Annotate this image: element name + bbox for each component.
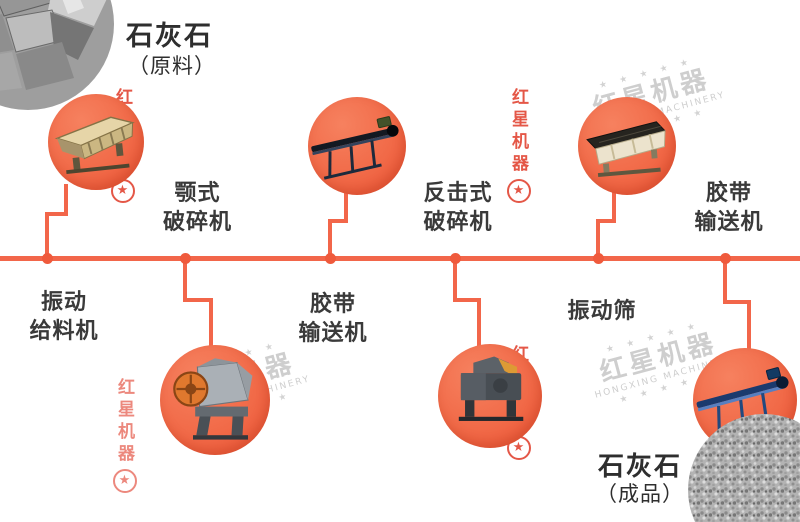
stamp-brand-cn: 红星机器 — [508, 88, 528, 176]
label-jaw-crusher: 颚式 破碎机 — [150, 179, 245, 237]
connector-segment — [723, 260, 727, 304]
label-line: 破碎机 — [423, 210, 493, 235]
connector-segment — [723, 300, 751, 304]
label-vibrating-screen: 振动筛 — [548, 297, 656, 326]
connector-segment — [328, 219, 332, 260]
product-title: 石灰石 — [597, 452, 682, 482]
junction-dot — [325, 253, 336, 264]
red-brand-stamp: 红星机器 — [112, 378, 137, 493]
vibrating-feeder-icon — [54, 116, 135, 175]
impact-crusher-icon — [458, 356, 524, 421]
connector-segment — [328, 219, 348, 223]
connector-segment — [64, 184, 68, 216]
jaw-crusher-icon — [173, 358, 253, 440]
connector-segment — [596, 219, 600, 260]
label-line: 给料机 — [29, 319, 99, 344]
junction-dot — [450, 253, 461, 264]
stamp-brand-cn: 红星机器 — [114, 378, 134, 466]
node-jaw-crusher — [160, 345, 270, 455]
connector-segment — [596, 219, 616, 223]
label-line: 输送机 — [298, 321, 368, 346]
star-emblem-icon — [506, 179, 531, 203]
junction-dot — [42, 253, 53, 264]
star-emblem-icon — [112, 469, 137, 493]
node-impact-crusher — [438, 344, 542, 448]
label-line: 破碎机 — [162, 210, 232, 235]
node-vibrating-screen — [578, 97, 676, 195]
label-impact-crusher: 反击式 破碎机 — [404, 179, 512, 237]
junction-dot — [180, 253, 191, 264]
label-belt-conveyor-1: 胶带 输送机 — [284, 290, 382, 348]
connector-segment — [209, 298, 213, 350]
connector-segment — [344, 190, 348, 223]
connector-segment — [612, 190, 616, 223]
connector-segment — [747, 300, 751, 352]
raw-material-subtitle: （原料） — [128, 54, 216, 78]
connector-segment — [453, 260, 457, 302]
label-line: 振动 — [40, 290, 87, 315]
label-line: 振动筛 — [567, 299, 637, 324]
connector-segment — [453, 298, 481, 302]
label-line: 输送机 — [694, 210, 764, 235]
belt-conveyor-icon — [311, 116, 399, 180]
vibrating-screen-icon — [586, 121, 666, 178]
red-brand-stamp: 红星机器 — [506, 88, 531, 203]
limestone-rocks-image — [0, 0, 114, 110]
connector-segment — [183, 298, 213, 302]
connector-segment — [477, 298, 481, 348]
node-belt-conveyor-1 — [308, 97, 406, 195]
label-vibrating-feeder: 振动 给料机 — [12, 288, 116, 346]
node-vibrating-feeder — [48, 94, 144, 190]
connector-segment — [45, 212, 49, 258]
connector-segment — [183, 260, 187, 302]
label-belt-conveyor-2: 胶带 输送机 — [680, 179, 778, 237]
connector-segment — [45, 212, 68, 216]
raw-material-title: 石灰石 — [126, 21, 213, 52]
product-subtitle: （成品） — [596, 482, 684, 506]
label-line: 反击式 — [423, 181, 493, 206]
process-main-line — [0, 256, 800, 261]
junction-dot — [720, 253, 731, 264]
label-line: 胶带 — [309, 292, 356, 317]
raw-limestone-photo — [0, 0, 114, 110]
label-line: 颚式 — [174, 181, 221, 206]
junction-dot — [593, 253, 604, 264]
label-line: 胶带 — [705, 181, 752, 206]
